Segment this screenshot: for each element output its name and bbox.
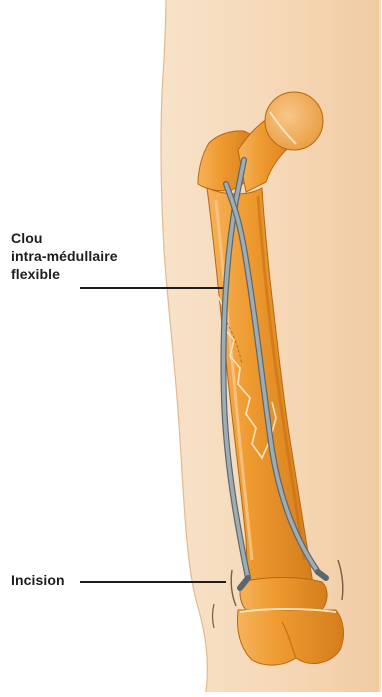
- label-nail-line2: intra-médullaire: [11, 247, 118, 265]
- leader-line-nail: [80, 287, 223, 289]
- leader-line-incision: [80, 581, 226, 583]
- label-nail-line1: Clou: [11, 229, 118, 247]
- distal-epiphysis: [238, 610, 344, 665]
- label-nail-line3: flexible: [11, 265, 118, 283]
- label-flexible-nail: Clou intra-médullaire flexible: [11, 229, 118, 283]
- label-incision: Incision: [11, 571, 65, 589]
- distal-femur: [240, 578, 327, 613]
